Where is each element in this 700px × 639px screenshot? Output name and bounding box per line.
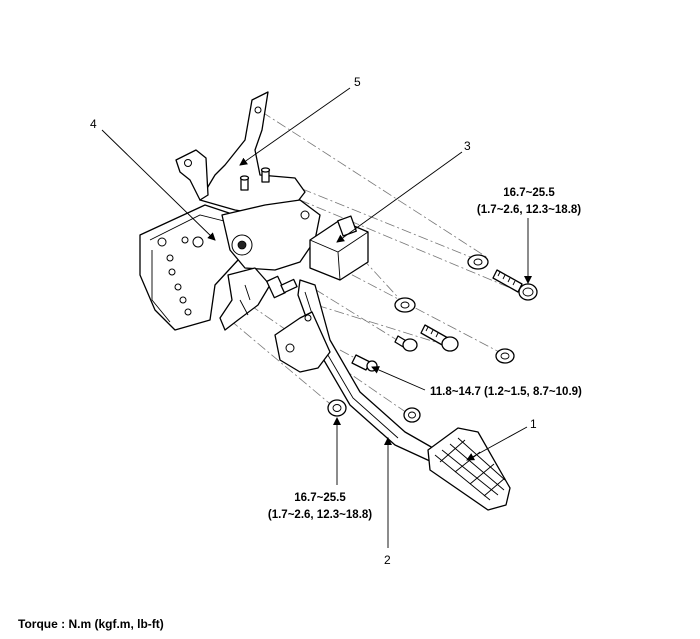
brake-pedal-pad bbox=[427, 427, 511, 511]
callout-5: 5 bbox=[354, 75, 361, 89]
callout-4: 4 bbox=[90, 117, 97, 131]
callout-3: 3 bbox=[464, 139, 471, 153]
torque-middle-right: 11.8~14.7 (1.2~1.5, 8.7~10.9) bbox=[430, 386, 582, 398]
torque-upper-right-line2: (1.7~2.6, 12.3~18.8) bbox=[477, 204, 581, 216]
brake-pedal-arm bbox=[274, 279, 441, 463]
callout-2: 2 bbox=[384, 553, 391, 567]
torque-lower-left-line2: (1.7~2.6, 12.3~18.8) bbox=[268, 509, 372, 521]
torque-upper-right-line1: 16.7~25.5 bbox=[503, 187, 555, 199]
stop-lamp-switch bbox=[309, 215, 369, 281]
leader-lines bbox=[101, 87, 532, 548]
pedal-bracket bbox=[139, 91, 321, 331]
torque-lower-left-line1: 16.7~25.5 bbox=[294, 492, 346, 504]
torque-unit-legend: Torque : N.m (kgf.m, lb-ft) bbox=[18, 617, 164, 631]
callout-1: 1 bbox=[530, 417, 537, 431]
